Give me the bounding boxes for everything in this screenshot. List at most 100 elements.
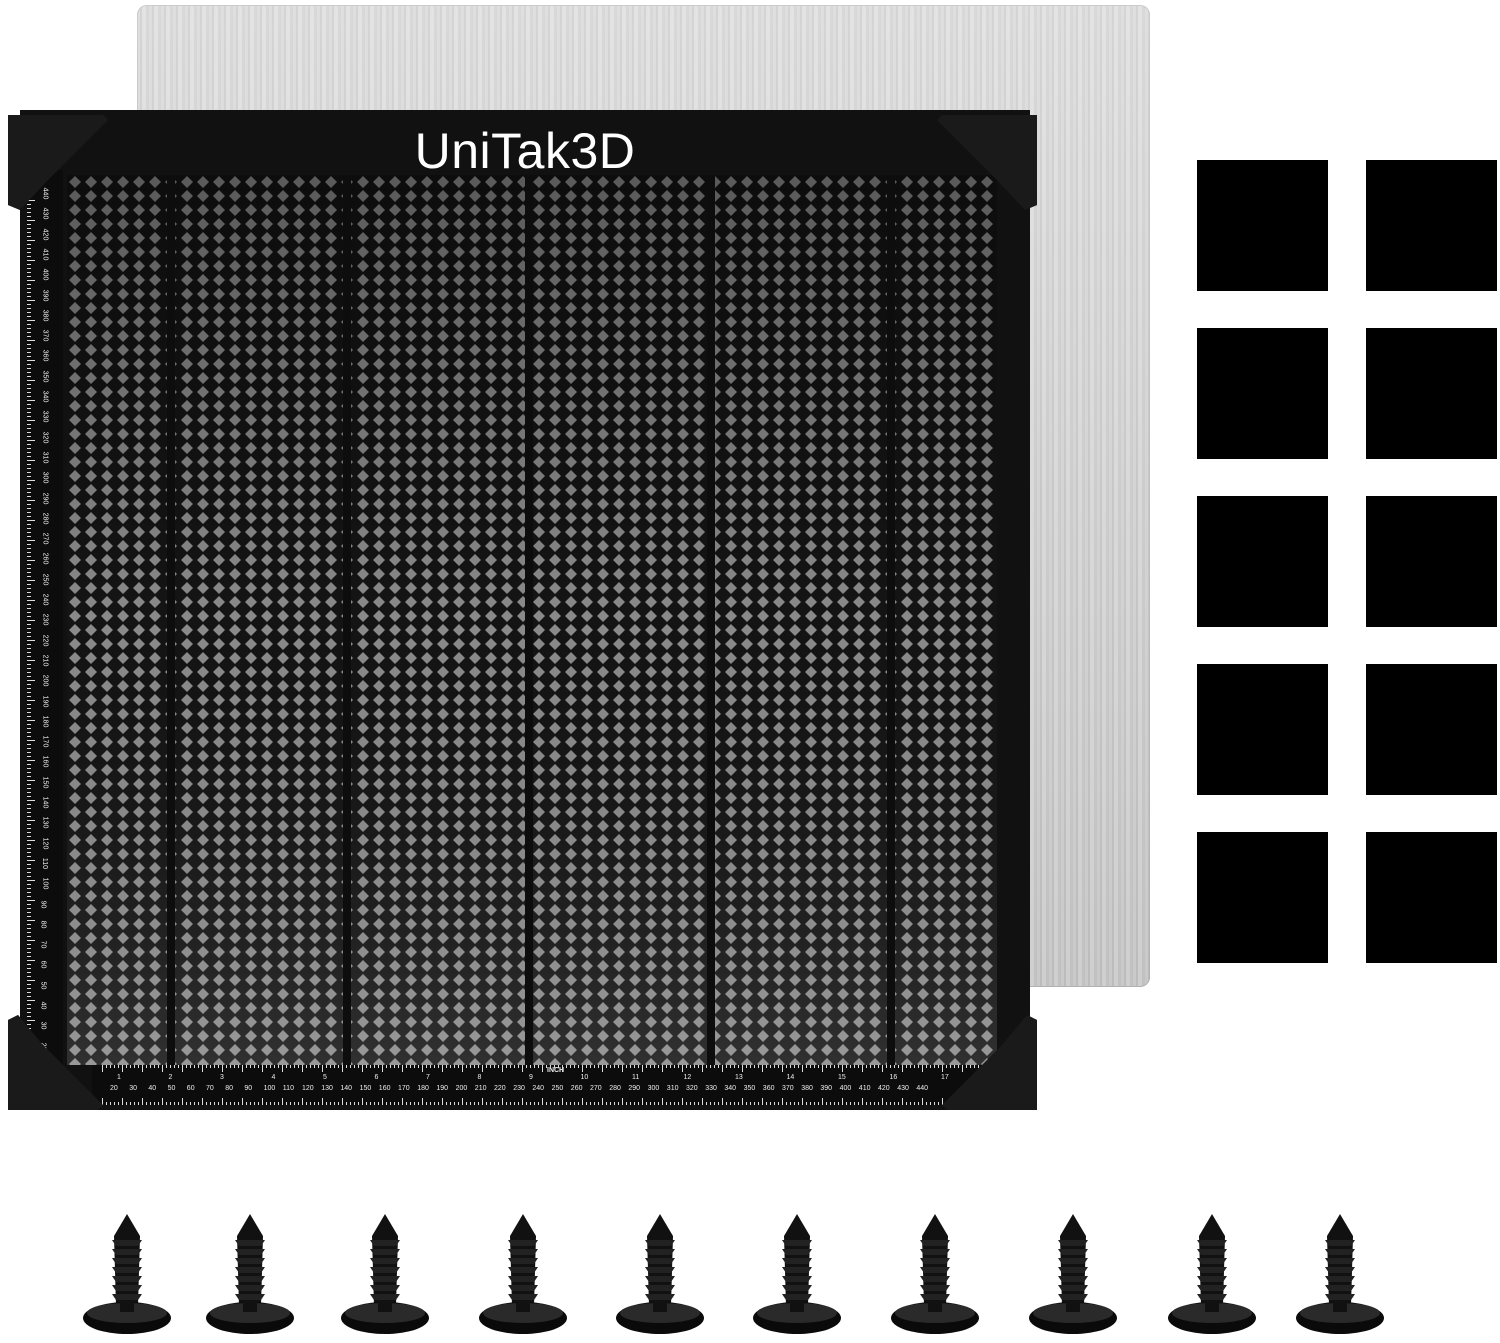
ruler-tick (894, 1102, 895, 1105)
ruler-mm-label-vertical: 40 (39, 1001, 47, 1010)
ruler-tick (27, 508, 31, 509)
ruler-tick (546, 1102, 547, 1105)
ruler-tick (434, 1065, 435, 1068)
ruler-tick (942, 1065, 943, 1072)
ruler-tick (374, 1065, 375, 1068)
ruler-mm-label-vertical: 310 (41, 451, 49, 464)
ruler-tick (27, 740, 35, 741)
ruler-mm-label-vertical: 150 (41, 776, 49, 789)
ruler-tick (186, 1065, 187, 1068)
ruler-tick (278, 1102, 279, 1105)
ruler-inch-label: 7 (426, 1074, 430, 1081)
ruler-tick (27, 696, 31, 697)
ruler-tick (534, 1065, 535, 1068)
ruler-tick (758, 1065, 759, 1068)
ruler-tick (538, 1102, 539, 1105)
ruler-tick (306, 1102, 307, 1105)
ruler-tick (27, 664, 31, 665)
ruler-tick (910, 1102, 911, 1105)
ruler-tick (318, 1065, 319, 1068)
ruler-tick (454, 1102, 455, 1105)
ruler-tick (154, 1102, 155, 1105)
ruler-tick (934, 1065, 935, 1068)
ruler-tick (618, 1065, 619, 1068)
ruler-mm-label-vertical: 160 (41, 756, 49, 768)
ruler-tick (27, 284, 31, 285)
adhesive-pad (1366, 160, 1497, 291)
ruler-tick (622, 1065, 623, 1072)
ruler-tick (410, 1065, 411, 1068)
ruler-tick (302, 1065, 303, 1072)
ruler-tick (578, 1065, 579, 1068)
ruler-tick (950, 1065, 951, 1068)
ruler-tick (642, 1065, 643, 1072)
ruler-tick (162, 1065, 163, 1072)
ruler-tick (27, 904, 31, 905)
ruler-tick (27, 496, 31, 497)
ruler-tick (330, 1102, 331, 1105)
ruler-tick (27, 828, 31, 829)
ruler-tick (27, 1044, 31, 1045)
ruler-tick (27, 888, 31, 889)
ruler-tick (27, 448, 31, 449)
ruler-mm-label: 280 (609, 1085, 621, 1092)
ruler-tick (166, 1102, 167, 1105)
ruler-tick (27, 380, 35, 381)
ruler-mm-label-vertical: 80 (39, 920, 47, 929)
ruler-tick (774, 1065, 775, 1068)
ruler-tick (298, 1102, 299, 1105)
ruler-tick (870, 1065, 871, 1068)
ruler-tick (482, 1065, 483, 1072)
ruler-tick (158, 1102, 159, 1105)
ruler-tick (27, 428, 31, 429)
ruler-unit-label: INCH (547, 1067, 565, 1074)
ruler-mm-label: 100 (263, 1085, 276, 1092)
ruler-tick (286, 1102, 287, 1105)
ruler-tick (258, 1065, 259, 1068)
ruler-tick (918, 1102, 919, 1105)
ruler-inch-label: 11 (632, 1074, 640, 1081)
ruler-tick (530, 1102, 531, 1105)
ruler-tick (962, 1098, 963, 1105)
ruler-mm-label-vertical: 50 (39, 981, 47, 990)
ruler-mm-label-vertical: 410 (41, 248, 49, 261)
ruler-tick (222, 1098, 223, 1105)
ruler-tick (27, 792, 31, 793)
ruler-tick (138, 1065, 139, 1068)
ruler-tick (690, 1065, 691, 1068)
ruler-tick (126, 1065, 127, 1068)
ruler-tick (798, 1065, 799, 1068)
ruler-mm-label: 20 (110, 1085, 118, 1092)
ruler-tick (802, 1098, 803, 1105)
ruler-tick (514, 1065, 515, 1068)
ruler-tick (27, 772, 31, 773)
ruler-tick (606, 1065, 607, 1068)
ruler-tick (474, 1102, 475, 1105)
ruler-tick (610, 1102, 611, 1105)
ruler-inch-label: 6 (374, 1074, 379, 1081)
ruler-tick (738, 1102, 739, 1105)
ruler-tick (130, 1065, 131, 1068)
ruler-tick (402, 1098, 403, 1105)
ruler-tick (846, 1102, 847, 1105)
ruler-tick (906, 1102, 907, 1105)
ruler-tick (27, 416, 31, 417)
ruler-tick (27, 540, 35, 541)
ruler-tick (606, 1102, 607, 1105)
ruler-tick (27, 704, 31, 705)
ruler-tick (570, 1102, 571, 1105)
ruler-mm-label: 130 (321, 1085, 333, 1092)
ruler-tick (334, 1102, 335, 1105)
ruler-tick (954, 1065, 955, 1068)
ruler-tick (834, 1065, 835, 1068)
ruler-tick (398, 1102, 399, 1105)
ruler-mm-label: 90 (244, 1085, 253, 1092)
ruler-tick (786, 1102, 787, 1105)
ruler-tick (182, 1065, 183, 1072)
ruler-tick (566, 1102, 567, 1105)
plastic-rivet (1028, 1214, 1118, 1336)
ruler-tick (27, 512, 31, 513)
panel-frame: UniTak3D (20, 110, 1030, 1110)
ruler-tick (102, 1065, 103, 1072)
ruler-tick (134, 1065, 135, 1068)
